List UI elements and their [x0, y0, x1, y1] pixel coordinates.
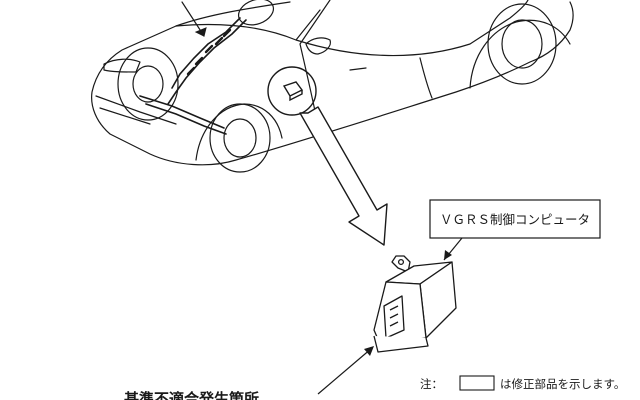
car-front-wheel	[209, 103, 271, 173]
steering-pointer-head	[194, 27, 207, 37]
computer-label-group: ＶＧＲＳ制御コンピュータ	[429, 199, 601, 261]
car-computer-small	[282, 81, 304, 102]
steering-system	[139, 1, 247, 135]
defect-pointer-head	[364, 346, 374, 356]
defect-label-group: 基準不適合発生箇所	[123, 346, 374, 400]
note-suffix: は修正部品を示します。	[500, 377, 625, 391]
steering-rack	[139, 95, 225, 129]
car-headlight	[103, 58, 141, 73]
legend-note: 注： は修正部品を示します。	[420, 375, 625, 391]
car-rear-wheel-hub	[501, 19, 543, 69]
computer-base-flange	[373, 335, 429, 353]
steering-column-shaft	[171, 17, 241, 89]
car-rear-wheel	[487, 3, 557, 85]
defect-pointer-line	[317, 347, 373, 395]
steering-column	[167, 19, 247, 105]
car-windshield	[175, 0, 529, 57]
vgrs-computer	[373, 255, 457, 353]
defect-label-text: 基準不適合発生箇所	[123, 390, 259, 400]
car-side-mirror	[305, 37, 331, 55]
car-front-left-wheel-hub	[132, 65, 164, 103]
zoom-arrow-shape	[299, 106, 388, 246]
computer-connector	[383, 295, 405, 339]
car-front-wheel-hub	[223, 118, 257, 158]
car-door-line	[299, 0, 433, 117]
car-front-left-wheel	[117, 47, 179, 121]
computer-label-text: ＶＧＲＳ制御コンピュータ	[440, 212, 590, 227]
steering-gear-segments	[186, 28, 232, 76]
car-grille	[95, 95, 177, 125]
computer-mount-hole	[397, 258, 405, 266]
computer-label-box	[429, 199, 601, 239]
car-rear-wheel-arch	[469, 19, 571, 89]
location-circle	[267, 66, 317, 116]
note-prefix: 注：	[420, 377, 443, 391]
computer-label-pointer-head	[444, 250, 452, 260]
steering-rack-lower	[145, 103, 227, 135]
location-callout	[267, 66, 317, 116]
note-legend-box	[459, 375, 495, 391]
car-door-handle	[349, 67, 367, 71]
zoom-arrow	[299, 106, 388, 246]
